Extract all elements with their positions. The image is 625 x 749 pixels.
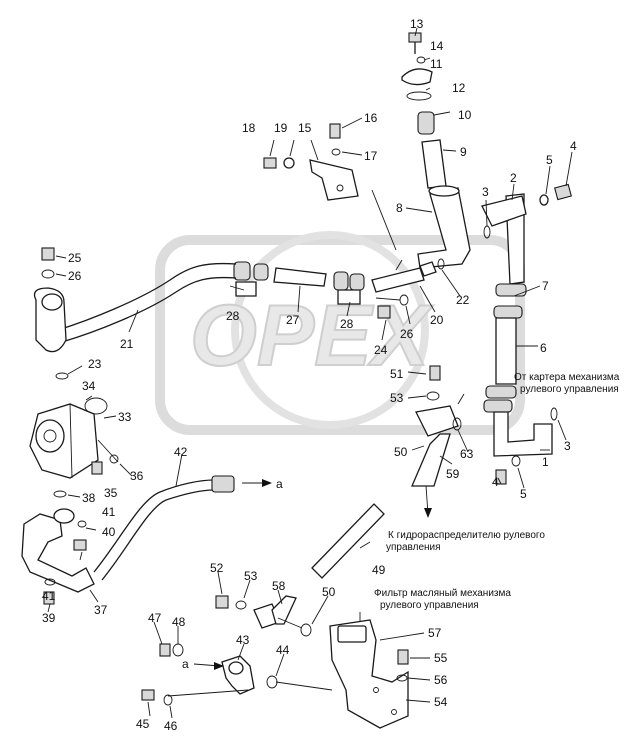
part-label-12: 12	[452, 81, 466, 95]
part-label-48: 48	[172, 615, 186, 629]
note-from-case-line2: рулевого управления	[520, 384, 619, 395]
part-label-6: 6	[540, 341, 547, 355]
part-label-18: 18	[242, 121, 256, 135]
part-label-59: 59	[446, 467, 460, 481]
bracket-15	[263, 123, 359, 201]
part-label-28-left: 28	[226, 309, 240, 323]
part-label-27: 27	[286, 313, 300, 327]
return-line	[411, 365, 465, 518]
annotations: От картера механизма рулевого управления…	[374, 372, 620, 611]
part-label-22: 22	[456, 293, 470, 307]
part-label-20: 20	[430, 313, 444, 327]
part-label-41-right: 41	[102, 505, 116, 519]
pump-33	[29, 397, 119, 498]
right-pipes	[481, 183, 572, 485]
ref-label-a-top: a	[276, 477, 283, 491]
note-to-valve-line2: управления	[386, 542, 441, 553]
part-label-5-top: 5	[546, 153, 553, 167]
part-label-37: 37	[94, 603, 108, 617]
elbow-37	[21, 475, 272, 605]
part-label-14: 14	[430, 39, 444, 53]
part-label-58: 58	[272, 579, 286, 593]
filler-assembly	[371, 32, 471, 269]
part-label-52: 52	[210, 561, 224, 575]
part-label-38: 38	[82, 491, 96, 505]
part-label-46: 46	[164, 719, 178, 733]
watermark-logo: OPEX	[155, 231, 525, 435]
part-label-49: 49	[372, 563, 386, 577]
part-label-16: 16	[364, 111, 378, 125]
part-label-26-left: 26	[68, 269, 82, 283]
part-label-15: 15	[298, 121, 312, 135]
part-label-21: 21	[120, 337, 134, 351]
part-label-3-bottom: 3	[564, 439, 571, 453]
part-label-57: 57	[428, 626, 442, 640]
note-to-valve-line1: К гидрораспределителю рулевого	[388, 530, 545, 541]
part-label-45: 45	[136, 717, 150, 731]
ref-label-a-bottom: a	[182, 657, 189, 671]
part-label-23: 23	[88, 357, 102, 371]
part-label-24: 24	[374, 343, 388, 357]
center-hose	[233, 258, 445, 319]
part-label-43: 43	[236, 633, 250, 647]
filter-57	[329, 612, 409, 729]
part-label-41-left: 41	[42, 589, 56, 603]
part-label-26-center: 26	[400, 327, 414, 341]
part-label-63: 63	[460, 447, 474, 461]
part-label-13: 13	[410, 17, 424, 31]
part-label-36: 36	[130, 469, 144, 483]
part-labels: 13 14 11 12 10 9 8 18 19 15 16 17 25 26 …	[42, 17, 577, 733]
part-label-10: 10	[458, 108, 472, 122]
part-label-34: 34	[82, 379, 96, 393]
part-label-54: 54	[434, 695, 448, 709]
part-label-9: 9	[460, 145, 467, 159]
tube-21	[33, 247, 237, 380]
part-label-17: 17	[364, 149, 378, 163]
part-label-50-top: 50	[394, 445, 408, 459]
hose-58	[215, 595, 312, 637]
part-label-56: 56	[434, 673, 448, 687]
part-label-28-right: 28	[340, 317, 354, 331]
part-label-4-top: 4	[570, 139, 577, 153]
part-label-40: 40	[102, 525, 116, 539]
part-label-53-top: 53	[390, 391, 404, 405]
part-label-55: 55	[434, 651, 448, 665]
note-from-case-line1: От картера механизма	[514, 372, 620, 383]
part-label-5-bottom: 5	[520, 487, 527, 501]
part-label-2: 2	[510, 171, 517, 185]
hose-49	[311, 503, 385, 579]
part-label-33: 33	[118, 410, 132, 424]
part-label-50-bottom: 50	[322, 585, 336, 599]
part-label-53-bottom: 53	[244, 569, 258, 583]
part-label-47: 47	[148, 611, 162, 625]
part-label-19: 19	[274, 121, 288, 135]
part-label-1: 1	[542, 455, 549, 469]
note-filter-line2: рулевого управления	[380, 600, 479, 611]
part-label-25: 25	[68, 251, 82, 265]
part-label-44: 44	[276, 643, 290, 657]
part-label-4-bottom: 4	[492, 475, 499, 489]
part-label-39: 39	[42, 611, 56, 625]
part-label-7: 7	[542, 279, 549, 293]
note-filter-line1: Фильтр масляный механизма	[374, 588, 511, 599]
watermark-text: OPEX	[190, 288, 434, 384]
leader-lines	[47, 27, 573, 719]
part-label-35: 35	[104, 486, 118, 500]
part-label-8: 8	[396, 201, 403, 215]
part-label-42: 42	[174, 445, 188, 459]
part-label-51: 51	[390, 367, 404, 381]
part-label-11: 11	[430, 57, 443, 71]
banjo-43	[141, 643, 333, 706]
part-label-3-top: 3	[482, 185, 489, 199]
